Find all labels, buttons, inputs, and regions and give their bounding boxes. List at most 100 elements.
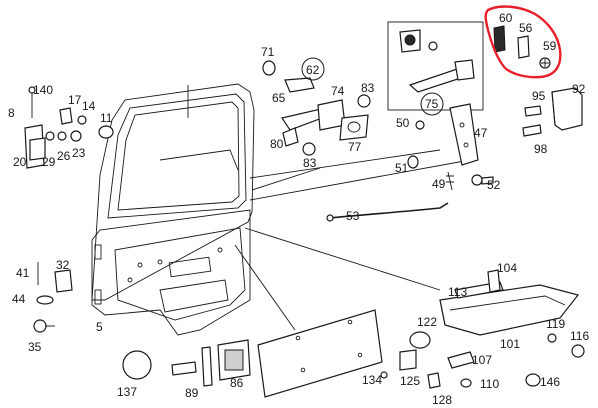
part-label: 50 <box>396 116 410 130</box>
panel-hole <box>127 277 133 283</box>
washer-50 <box>415 120 425 130</box>
part-label: 107 <box>472 353 492 367</box>
rod-53-end <box>326 214 334 222</box>
part-label: 92 <box>572 82 586 96</box>
lock-key <box>404 34 416 46</box>
screw-98 <box>522 124 542 137</box>
hinge-hole <box>459 122 465 128</box>
escutcheon-hole <box>347 121 361 133</box>
part-label: 5 <box>96 320 103 334</box>
part-label: 113 <box>448 285 467 299</box>
leader-line <box>244 227 441 291</box>
part-80 <box>282 127 299 147</box>
part-label: 53 <box>346 209 360 223</box>
screw-95 <box>524 105 542 117</box>
nut-83-upper <box>357 94 371 108</box>
clip-86 <box>201 346 213 387</box>
part-label: 86 <box>230 376 244 390</box>
part-label: 140 <box>33 83 53 97</box>
part-label: 60 <box>499 11 513 25</box>
door-window-frame <box>107 93 247 219</box>
lock-clip <box>428 41 438 51</box>
part-label: 14 <box>82 99 96 113</box>
part-label: 44 <box>12 292 26 306</box>
leader-line <box>251 167 321 191</box>
bracket-20 <box>29 137 46 161</box>
knob-71 <box>262 60 276 76</box>
part-label: 59 <box>543 39 557 53</box>
leader-line <box>249 149 441 179</box>
trim-hole <box>357 352 363 358</box>
part-label: 75 <box>425 97 439 111</box>
plug-137 <box>122 350 152 380</box>
part-label: 116 <box>570 329 589 343</box>
nut-83-lower <box>302 142 316 156</box>
screw-89 <box>171 361 197 376</box>
leader-line <box>234 244 296 331</box>
clip-125 <box>399 349 417 371</box>
part-label: 110 <box>480 377 499 391</box>
screw-128 <box>427 372 441 389</box>
part-label: 134 <box>362 373 382 387</box>
part-label: 32 <box>56 258 70 272</box>
hinge-hole <box>463 142 469 148</box>
clip-110 <box>460 378 472 388</box>
part-label: 95 <box>532 89 546 103</box>
clip-122 <box>409 331 431 349</box>
washer-44 <box>36 295 54 305</box>
escutcheon-77 <box>339 114 369 141</box>
part-label: 128 <box>432 393 452 407</box>
screw-52-shank <box>481 176 494 185</box>
part-label: 104 <box>497 261 517 275</box>
part-label: 35 <box>28 340 42 354</box>
part-label: 83 <box>303 156 317 170</box>
hinge-mount <box>94 289 102 305</box>
window-detail <box>159 149 239 171</box>
panel-hole <box>137 262 143 268</box>
group-75-frame <box>387 21 484 111</box>
part-label: 51 <box>395 161 409 175</box>
nut-23 <box>70 130 82 142</box>
trim-hole <box>300 367 306 373</box>
bracket-edge <box>551 91 556 126</box>
part-label: 98 <box>534 142 548 156</box>
part-60-plate <box>493 25 506 53</box>
trim-hole <box>347 319 353 325</box>
trim-panel <box>257 309 383 398</box>
part-label: 26 <box>57 149 71 163</box>
cap-146 <box>525 373 541 387</box>
part-label: 65 <box>272 91 286 105</box>
screw-104 <box>487 269 501 293</box>
washer-14 <box>77 115 87 125</box>
door-window-inner <box>117 101 240 211</box>
part-56-clip <box>517 35 530 59</box>
part-label: 101 <box>500 337 520 351</box>
part-107 <box>447 351 475 369</box>
door-lower-panel <box>91 209 251 336</box>
screw-134 <box>380 371 388 379</box>
handle-65 <box>284 77 315 93</box>
washer-29 <box>45 131 55 141</box>
callout-circle <box>301 57 325 81</box>
part-label: 23 <box>72 146 86 160</box>
door-inner-panel <box>114 227 246 321</box>
washer-26 <box>57 131 67 141</box>
part-label: 52 <box>487 178 501 192</box>
screw-slot <box>541 59 549 67</box>
part-label: 71 <box>261 45 275 59</box>
lock-bracket <box>454 59 475 81</box>
screw-52-head <box>471 174 483 186</box>
pin-140-head <box>28 86 36 94</box>
part-label: 119 <box>546 317 565 331</box>
part-label: 122 <box>417 315 437 329</box>
bushing-17 <box>59 107 73 125</box>
part-label: 49 <box>432 177 446 191</box>
part-label: 29 <box>42 155 56 169</box>
nut-11 <box>98 125 114 139</box>
handle-86-grip <box>224 349 244 371</box>
part-label: 83 <box>361 81 375 95</box>
part-label: 41 <box>16 266 30 280</box>
